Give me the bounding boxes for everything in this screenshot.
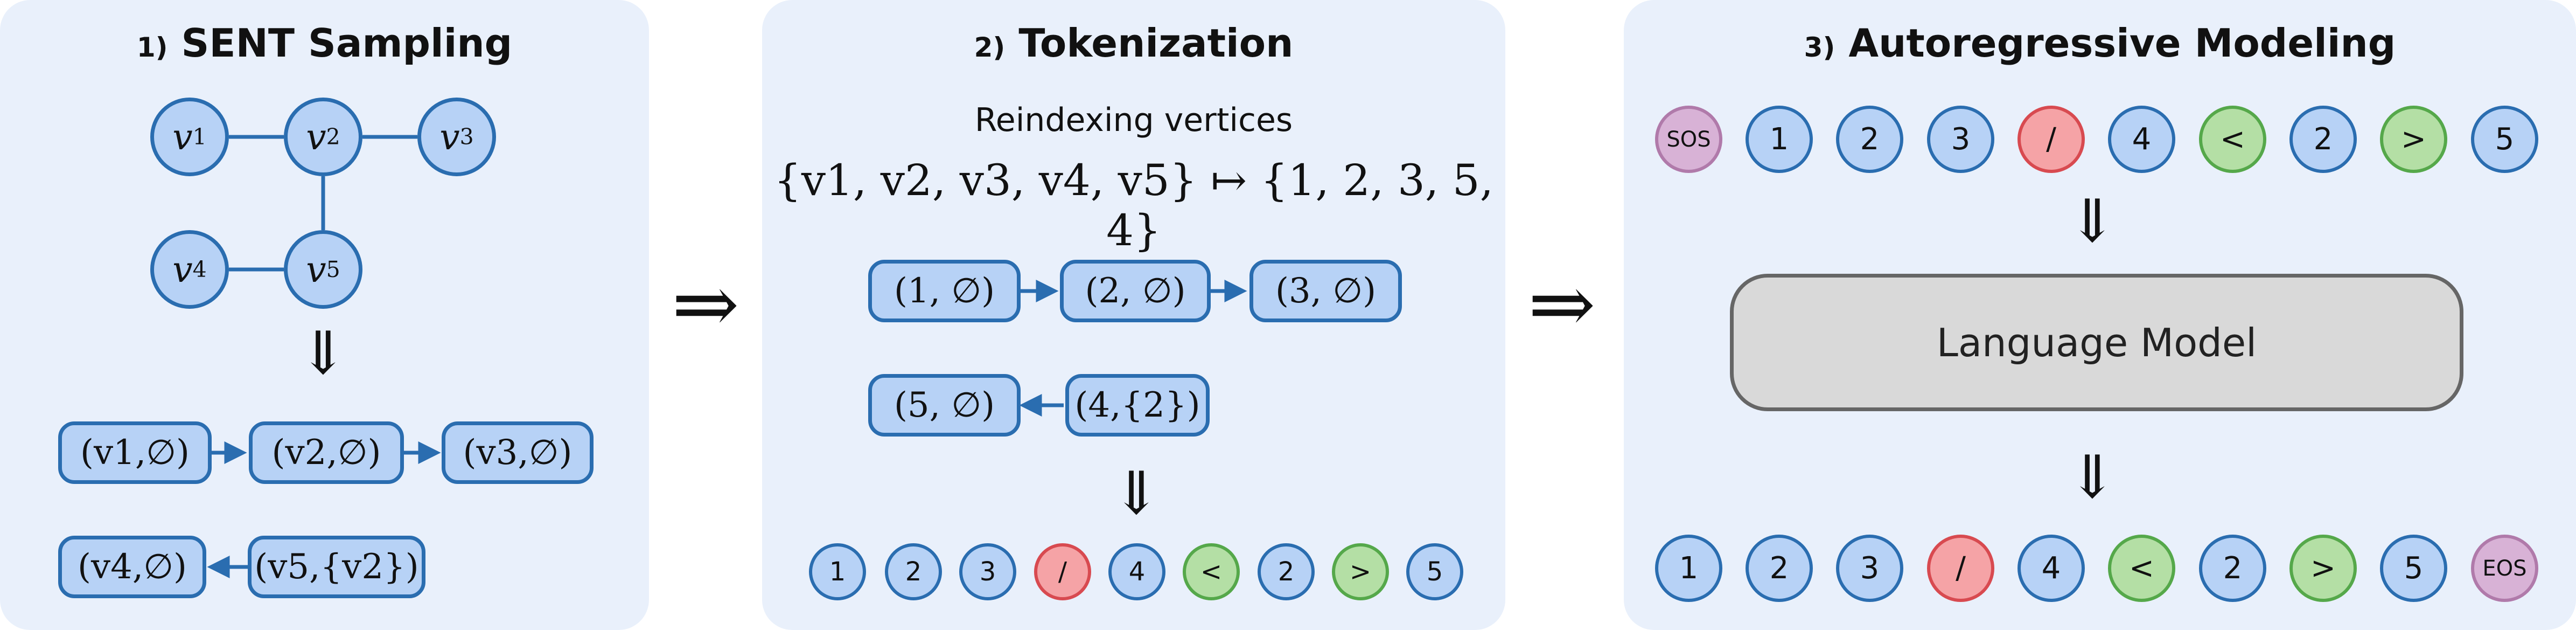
token: < — [2108, 535, 2175, 602]
down-arrow-icon: ⇓ — [2067, 442, 2118, 511]
token: 2 — [1836, 106, 1903, 173]
token: > — [1332, 543, 1389, 600]
token: 5 — [2380, 535, 2447, 602]
token: 2 — [1258, 543, 1315, 600]
token: 1 — [809, 543, 866, 600]
implies-arrow-icon: ⇒ — [1528, 258, 1596, 351]
token: 1 — [1655, 535, 1722, 602]
token: 5 — [1406, 543, 1463, 600]
implies-arrow-icon: ⇒ — [672, 258, 739, 351]
down-arrow-icon: ⇓ — [298, 319, 348, 387]
tok-step-box: (1, ∅) — [868, 260, 1021, 322]
tok-step-box: (4,{2}) — [1065, 374, 1210, 437]
panel-title: 2) Tokenization — [974, 20, 1294, 66]
reindex-heading: Reindexing vertices — [974, 101, 1293, 139]
token: 4 — [1108, 543, 1165, 600]
sent-step-box: (v1,∅) — [58, 421, 212, 484]
token: / — [1034, 543, 1091, 600]
token: > — [2380, 106, 2447, 173]
token: 2 — [885, 543, 942, 600]
sent-step-box: (v3,∅) — [442, 421, 594, 484]
tok-step-box: (3, ∅) — [1249, 260, 1402, 322]
language-model-box: Language Model — [1730, 274, 2463, 411]
token: 4 — [2017, 535, 2085, 602]
sent-step-box: (v5,{v2}) — [248, 536, 425, 598]
panel-title: 3) Autoregressive Modeling — [1804, 20, 2396, 66]
token: 1 — [1746, 106, 1813, 173]
tok-step-box: (2, ∅) — [1060, 260, 1211, 322]
token: / — [2017, 106, 2085, 173]
token: > — [2289, 535, 2357, 602]
sent-step-box: (v4,∅) — [58, 536, 206, 598]
down-arrow-icon: ⇓ — [1111, 459, 1162, 528]
token: 2 — [2289, 106, 2357, 173]
token-sos: SOS — [1655, 106, 1722, 173]
token: 3 — [1836, 535, 1903, 602]
token: 4 — [2108, 106, 2175, 173]
token-eos: EOS — [2471, 535, 2538, 602]
panel-title: 1) SENT Sampling — [136, 20, 513, 66]
down-arrow-icon: ⇓ — [2067, 186, 2118, 255]
tok-step-box: (5, ∅) — [868, 374, 1021, 437]
token: < — [1183, 543, 1240, 600]
token: / — [1927, 535, 1994, 602]
token: 2 — [2199, 535, 2266, 602]
token: 5 — [2471, 106, 2538, 173]
token: 3 — [959, 543, 1016, 600]
token: < — [2199, 106, 2266, 173]
token: 2 — [1746, 535, 1813, 602]
reindex-mapping: {v1, v2, v3, v4, v5} ↦ {1, 2, 3, 5, 4} — [773, 155, 1494, 255]
token: 3 — [1927, 106, 1994, 173]
sent-step-box: (v2,∅) — [249, 421, 404, 484]
